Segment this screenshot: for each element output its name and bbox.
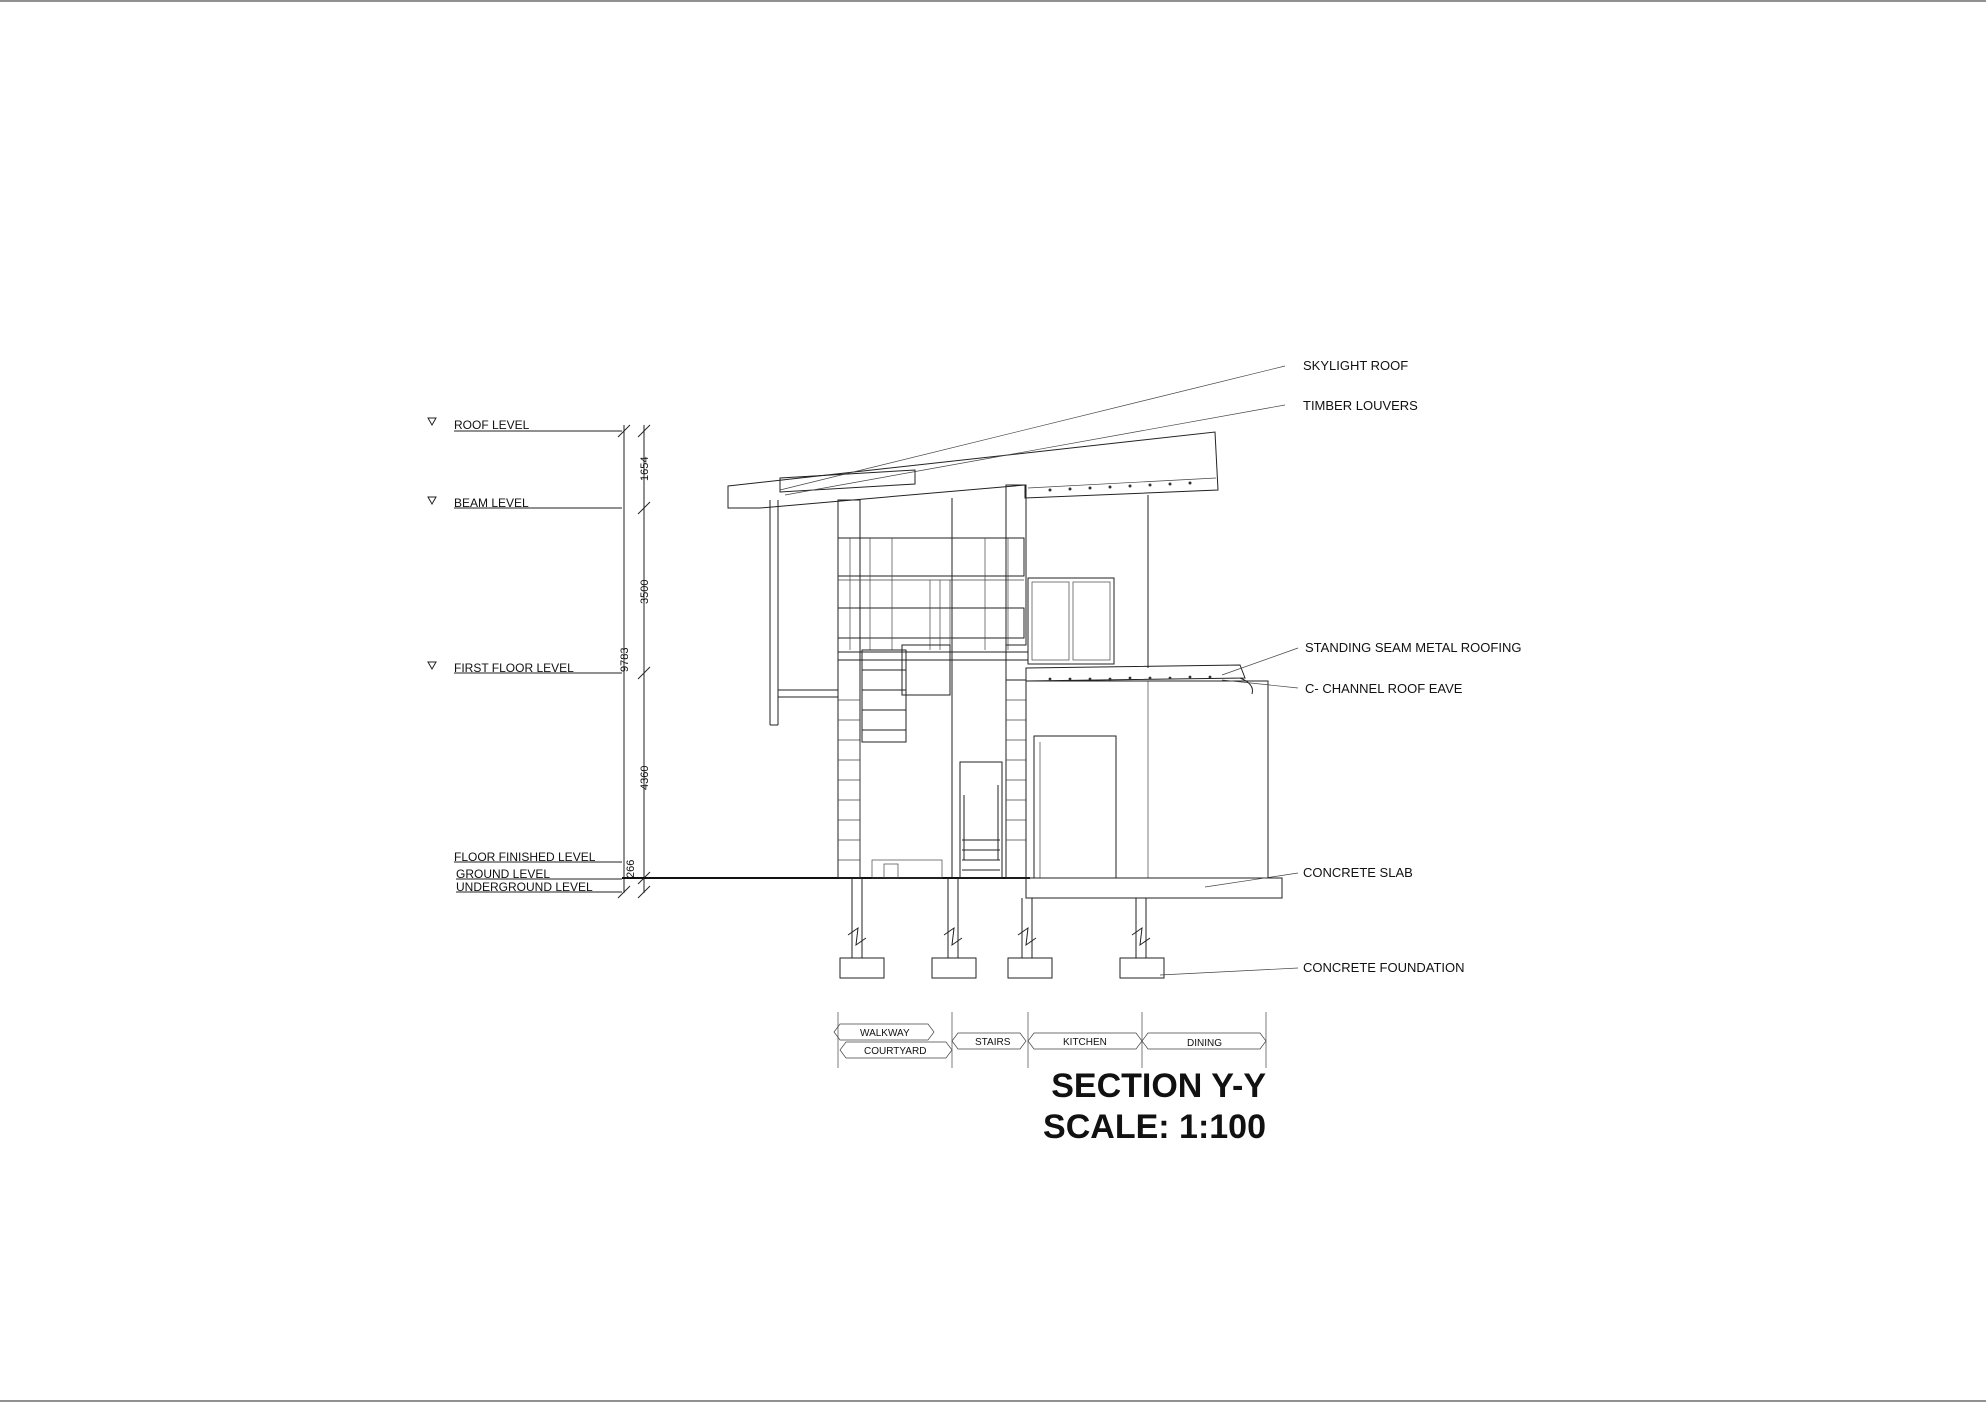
- lower-roof: [1025, 664, 1246, 682]
- note-skylight-roof: SKYLIGHT ROOF: [1303, 358, 1408, 373]
- level-label-first-floor: FIRST FLOOR LEVEL: [454, 661, 574, 675]
- note-standing-seam: STANDING SEAM METAL ROOFING: [1305, 640, 1521, 655]
- skylight: [779, 469, 916, 493]
- central-column: [1005, 484, 1027, 646]
- level-label-floor-finished: FLOOR FINISHED LEVEL: [454, 850, 596, 864]
- level-label-ground: GROUND LEVEL: [456, 867, 550, 881]
- kitchen-dining-block: [1025, 680, 1269, 879]
- note-timber-louvers: TIMBER LOUVERS: [1303, 398, 1418, 413]
- section-title: SECTION Y-Y: [1051, 1067, 1266, 1105]
- zone-stairs: STAIRS: [975, 1037, 1011, 1048]
- dim-beam-to-first: 3500: [639, 580, 651, 604]
- note-c-channel: C- CHANNEL ROOF EAVE: [1305, 681, 1463, 696]
- zone-strip: WALKWAY COURTYARD STAIRS KITCHEN DINING: [833, 1012, 1267, 1068]
- level-triangle-first-floor: [427, 661, 437, 671]
- dim-plinth: 266: [625, 860, 637, 878]
- level-label-beam: BEAM LEVEL: [454, 496, 529, 510]
- dim-roof-to-beam: 1654: [639, 457, 651, 481]
- scale-title: SCALE: 1:100: [1043, 1108, 1266, 1146]
- upper-frame-top: [837, 537, 1025, 577]
- main-roof: [727, 431, 1219, 509]
- note-concrete-slab: CONCRETE SLAB: [1303, 865, 1413, 880]
- dimension-strings: 9783 1654 3500 4360 266: [617, 424, 651, 899]
- kitchen-column: [1005, 679, 1027, 879]
- roof-fixings: [1048, 481, 1192, 492]
- note-concrete-foundation: CONCRETE FOUNDATION: [1303, 960, 1465, 975]
- walkway-wall: [837, 499, 861, 879]
- concrete-slab: [1025, 877, 1283, 899]
- dim-first-to-ground: 4360: [639, 766, 651, 790]
- dim-total: 9783: [619, 648, 631, 672]
- upper-window: [1027, 577, 1115, 665]
- kitchen-door: [1033, 735, 1117, 879]
- zone-courtyard: COURTYARD: [864, 1046, 926, 1057]
- zone-walkway: WALKWAY: [860, 1028, 910, 1039]
- annotations: SKYLIGHT ROOF TIMBER LOUVERS STANDING SE…: [1303, 358, 1521, 975]
- zone-kitchen: KITCHEN: [1063, 1037, 1107, 1048]
- level-label-roof: ROOF LEVEL: [454, 418, 530, 432]
- level-triangle-roof: [427, 417, 437, 427]
- annotation-leaders: [779, 365, 1299, 976]
- level-label-underground: UNDERGROUND LEVEL: [456, 880, 593, 894]
- upper-frame-mid: [837, 607, 1025, 639]
- level-triangle-beam: [427, 496, 437, 506]
- upper-stair: [861, 644, 951, 743]
- level-markers: ROOF LEVEL BEAM LEVEL FIRST FLOOR LEVEL …: [427, 417, 622, 894]
- lower-stair: [959, 761, 1003, 879]
- roof-eave-gutter: [1239, 677, 1253, 695]
- zone-dining: DINING: [1187, 1038, 1222, 1049]
- building-section: [622, 431, 1283, 979]
- foundations: [839, 878, 1165, 979]
